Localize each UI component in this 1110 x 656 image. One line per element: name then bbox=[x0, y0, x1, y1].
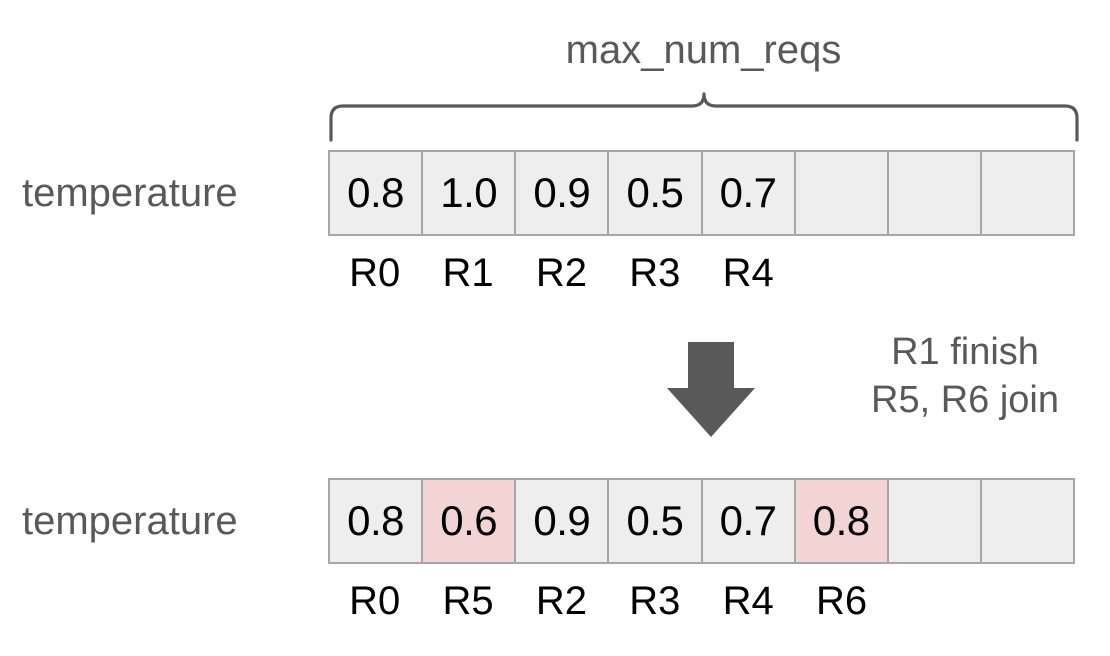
slot-cell-empty bbox=[888, 480, 982, 562]
request-id-row-after: R0 R5 R2 R3 R4 R6 bbox=[328, 578, 1075, 624]
slot-cell: 0.8 bbox=[330, 480, 424, 562]
slot-cell-empty bbox=[795, 152, 889, 234]
request-id-label: R3 bbox=[629, 251, 681, 295]
slot-cell: 0.7 bbox=[702, 480, 796, 562]
slot-cell: 0.9 bbox=[516, 480, 610, 562]
request-id-label: R4 bbox=[722, 579, 774, 623]
slot-cell-empty bbox=[981, 152, 1073, 234]
slot-cell: 0.8 bbox=[795, 480, 889, 562]
row-label-temperature-before: temperature bbox=[22, 171, 238, 215]
request-id-label: R5 bbox=[442, 579, 494, 623]
request-id-label: R3 bbox=[629, 579, 681, 623]
row-label-temperature-after: temperature bbox=[22, 499, 238, 543]
request-id-label: R6 bbox=[815, 579, 868, 623]
slot-cell: 0.8 bbox=[330, 152, 424, 234]
request-id-label: R0 bbox=[349, 251, 401, 295]
request-id-label-blank bbox=[982, 250, 1075, 296]
request-id-label-blank bbox=[982, 578, 1075, 624]
slot-cell: 0.5 bbox=[609, 480, 703, 562]
arrow-down-icon bbox=[664, 340, 758, 440]
slot-cell: 1.0 bbox=[423, 152, 517, 234]
slot-cell: 0.6 bbox=[423, 480, 517, 562]
request-id-label-blank bbox=[795, 250, 888, 296]
brace-caption: max_num_reqs bbox=[565, 28, 842, 72]
request-id-label: R4 bbox=[722, 251, 774, 295]
transition-note-line-1: R1 finish bbox=[891, 331, 1039, 373]
request-id-label: R2 bbox=[535, 251, 587, 295]
request-id-row-before: R0 R1 R2 R3 R4 bbox=[328, 250, 1075, 296]
slot-cell-empty bbox=[981, 480, 1073, 562]
transition-note: R1 finish R5, R6 join bbox=[830, 328, 1100, 424]
request-id-label-blank bbox=[888, 250, 981, 296]
request-id-label-blank bbox=[888, 578, 981, 624]
slot-cell: 0.7 bbox=[702, 152, 796, 234]
transition-note-line-2: R5, R6 join bbox=[871, 379, 1059, 421]
request-id-label: R2 bbox=[535, 579, 587, 623]
curly-brace-icon bbox=[326, 86, 1082, 142]
request-id-label: R0 bbox=[349, 579, 401, 623]
slot-cell: 0.5 bbox=[609, 152, 703, 234]
slot-cell: 0.9 bbox=[516, 152, 610, 234]
slot-cell-empty bbox=[888, 152, 982, 234]
request-id-label: R1 bbox=[442, 251, 494, 295]
